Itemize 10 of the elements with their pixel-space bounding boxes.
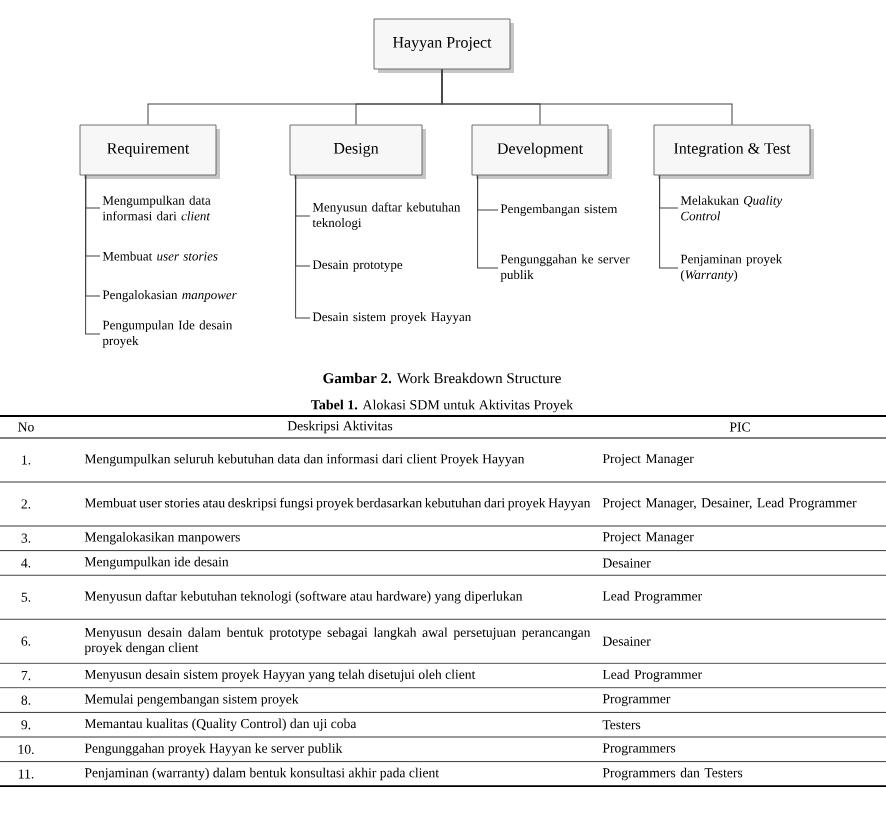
process-box: Integration & Test [653,124,814,179]
connector-line [85,174,101,335]
connector-line [295,174,311,319]
connector-line [441,68,733,126]
connector-line [477,174,499,269]
process-box: Development [471,124,612,179]
connector-line [659,174,679,269]
process-box: Design [289,124,426,179]
process-box: Requirement [79,124,220,179]
process-box: Hayyan Project [373,18,514,73]
